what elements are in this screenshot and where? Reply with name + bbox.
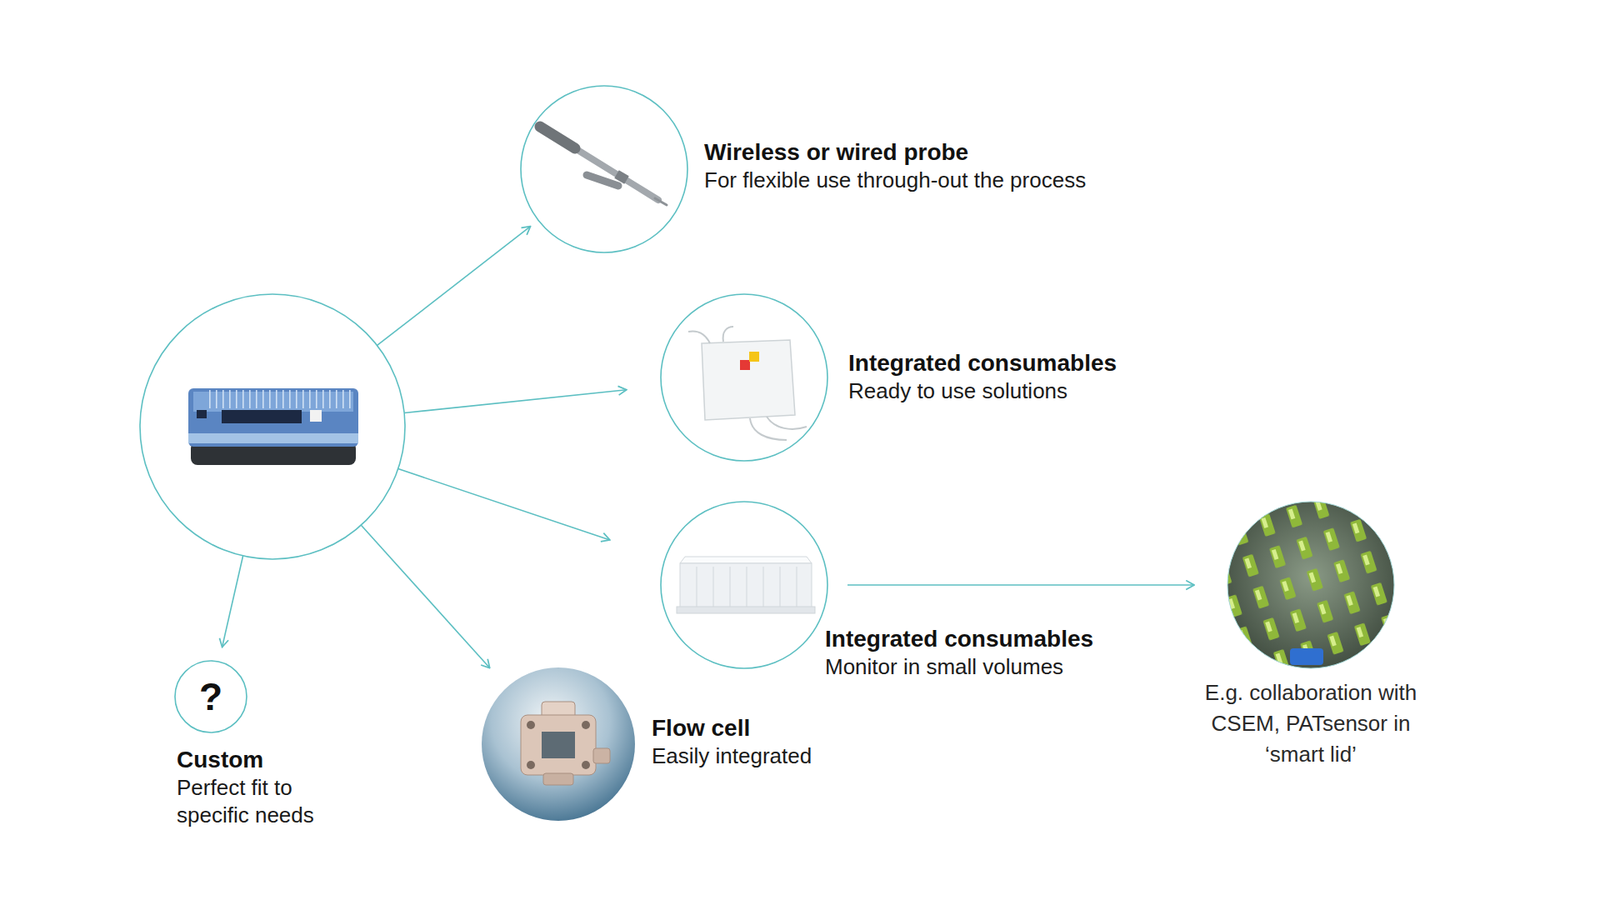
circle-node: Flow cellEasily integrated — [481, 667, 635, 821]
screw-hole — [581, 720, 590, 730]
arrow-connector — [360, 525, 490, 668]
flow-cell-block — [520, 715, 596, 775]
circle-outline — [140, 294, 405, 560]
probe-tip — [655, 198, 667, 205]
screw-hole — [526, 760, 535, 770]
flow-cell-photo — [481, 667, 635, 821]
question-mark: ? — [199, 675, 223, 718]
circle-node: ?CustomPerfect fit to specific needs — [175, 660, 247, 733]
circle-outline — [660, 501, 828, 669]
chip-traces — [208, 390, 352, 409]
probe-rod — [540, 126, 659, 200]
description: Monitor in small volumes — [825, 653, 1094, 681]
arrow-connector — [404, 390, 627, 414]
arrow-connector — [398, 469, 610, 540]
arrow-connector — [847, 584, 1195, 586]
circle-outline — [140, 294, 405, 560]
description: Perfect fit to specific needs — [176, 774, 344, 830]
bag — [701, 340, 795, 420]
circle-outline — [520, 85, 688, 253]
well-plate-illustration — [676, 556, 815, 614]
chip-body — [188, 388, 359, 447]
circle-outline — [660, 294, 828, 461]
photo-ground — [481, 667, 635, 821]
bag-label-yellow — [749, 351, 760, 362]
circle-node: Integrated consumablesMonitor in small v… — [660, 501, 828, 669]
circle-outline — [1227, 501, 1395, 669]
heading: Integrated consumables — [825, 624, 1094, 654]
text-group: Flow cellEasily integrated — [651, 713, 812, 770]
probe-cap — [586, 175, 619, 186]
heading: Custom — [176, 745, 344, 775]
heading: Wireless or wired probe — [704, 137, 1086, 167]
flow-cell-window — [541, 731, 575, 759]
bag-label-red — [740, 360, 750, 370]
chip-marking — [221, 410, 302, 424]
circle-outline — [520, 85, 688, 253]
text-group: Integrated consumablesReady to use solut… — [848, 348, 1117, 405]
heading: Flow cell — [651, 713, 812, 743]
heading: Integrated consumables — [848, 348, 1117, 378]
arrow-connector — [377, 226, 531, 346]
screw-hole — [581, 760, 590, 770]
plate-skirt — [676, 606, 815, 614]
caption: E.g. collaboration with CSEM, PATsensor … — [1185, 677, 1436, 770]
chip-glass — [188, 433, 359, 444]
sensor-chip-illustration — [188, 388, 359, 465]
arrow-connector — [222, 555, 244, 648]
circle-node: Wireless or wired probeFor flexible use … — [520, 85, 688, 253]
circle-outline — [660, 501, 828, 669]
circle-outline — [175, 660, 247, 733]
connector — [1290, 648, 1324, 665]
flow-cell-port — [543, 773, 574, 785]
circle-node: E.g. collaboration with CSEM, PATsensor … — [1227, 501, 1395, 669]
bag-illustration — [688, 326, 807, 440]
circle-outline — [1227, 501, 1395, 669]
screw-hole — [526, 720, 535, 730]
plate-wells — [696, 566, 797, 609]
circle-outline — [481, 667, 635, 821]
chip-pad — [196, 410, 207, 419]
text-group: Wireless or wired probeFor flexible use … — [704, 137, 1086, 195]
bag-tubes — [750, 416, 807, 440]
probe-head — [540, 126, 575, 149]
circle-outline — [660, 294, 828, 461]
circle-node — [140, 294, 405, 560]
description: Ready to use solutions — [848, 377, 1117, 405]
description: For flexible use through-out the process — [704, 166, 1086, 195]
plate-top — [680, 556, 812, 564]
text-group: CustomPerfect fit to specific needs — [176, 745, 344, 830]
flow-cell-port — [593, 748, 610, 764]
circle-outline — [481, 667, 635, 821]
plate-front — [680, 563, 812, 610]
chip-pad — [310, 410, 322, 422]
text-group: E.g. collaboration with CSEM, PATsensor … — [1185, 677, 1436, 770]
probe-illustration — [540, 126, 667, 205]
circle-content: ? — [175, 660, 247, 733]
probe-collar — [616, 174, 627, 180]
circle-node: Integrated consumablesReady to use solut… — [660, 294, 828, 461]
description: Easily integrated — [651, 742, 812, 770]
text-group: Integrated consumablesMonitor in small v… — [825, 624, 1094, 681]
bag-tubes — [688, 326, 734, 344]
